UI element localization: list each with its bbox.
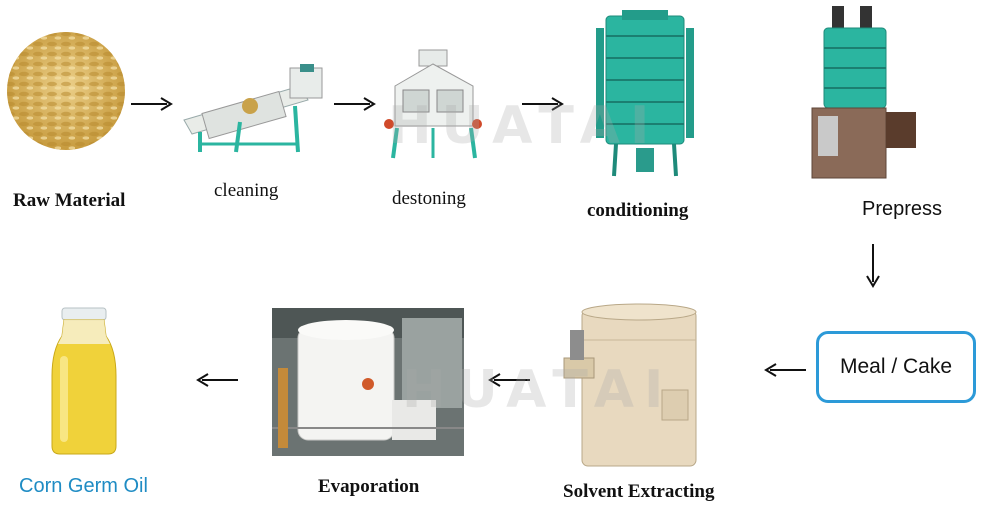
cleaning-machine-image bbox=[183, 64, 323, 153]
oil-bottle-image bbox=[51, 307, 117, 455]
arrow-right bbox=[522, 97, 564, 111]
cleaning-label: cleaning bbox=[214, 180, 279, 201]
arrow-left bbox=[196, 373, 238, 387]
destoning-machine-image bbox=[384, 49, 482, 159]
raw-material-image bbox=[7, 32, 125, 150]
corn-germ-oil-label: Corn Germ Oil bbox=[19, 475, 148, 497]
conditioning-tower-image bbox=[596, 10, 694, 177]
evaporation-label: Evaporation bbox=[318, 476, 420, 497]
meal-cake-box: Meal / Cake bbox=[816, 331, 976, 403]
raw-material-label: Raw Material bbox=[13, 190, 126, 211]
arrow-left bbox=[488, 373, 530, 387]
conditioning-label: conditioning bbox=[587, 200, 689, 221]
meal-cake-label: Meal / Cake bbox=[839, 355, 953, 378]
prepress-machine-image bbox=[811, 6, 916, 179]
arrow-left bbox=[764, 363, 806, 377]
destoning-label: destoning bbox=[392, 188, 466, 209]
solvent-extracting-label: Solvent Extracting bbox=[563, 481, 715, 502]
arrow-right bbox=[131, 97, 173, 111]
prepress-label: Prepress bbox=[862, 198, 943, 220]
arrow-right bbox=[334, 97, 376, 111]
arrow-down bbox=[866, 244, 880, 288]
evaporation-equipment-image bbox=[272, 308, 464, 456]
solvent-extractor-image bbox=[563, 303, 697, 467]
